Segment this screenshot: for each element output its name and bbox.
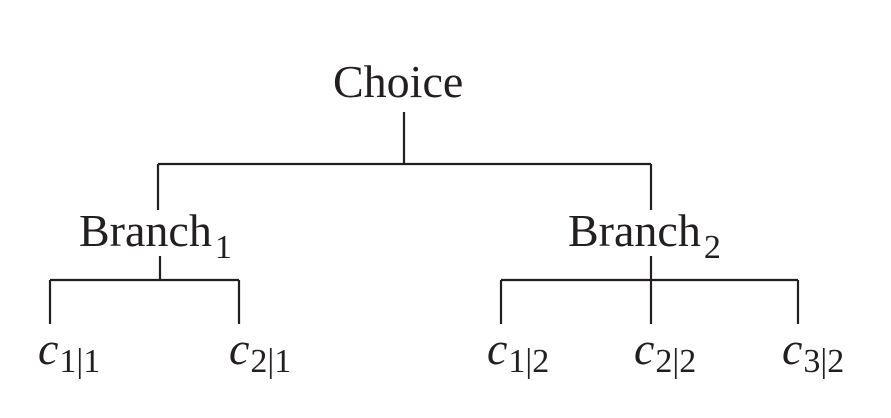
leaf-3-2-subscript: 3|2 xyxy=(803,343,845,380)
leaf-1-1-var: c xyxy=(38,323,59,374)
leaf-2-1: c2|1 xyxy=(229,323,291,379)
leaf-1-2-subscript: 1|2 xyxy=(508,343,550,380)
leaf-1-2: c1|2 xyxy=(487,323,549,379)
leaf-3-2: c3|2 xyxy=(782,323,844,379)
branch-2-node: Branch2 xyxy=(568,205,721,265)
leaf-1-1: c1|1 xyxy=(38,323,100,379)
leaf-2-1-var: c xyxy=(229,323,250,374)
branch-1-subscript: 1 xyxy=(214,229,232,266)
leaf-1-1-subscript: 1|1 xyxy=(59,343,101,380)
leaf-2-1-subscript: 2|1 xyxy=(250,343,292,380)
branch-1-label: Branch xyxy=(79,205,212,256)
branch-2-label: Branch xyxy=(568,205,701,256)
branch-2-subscript: 2 xyxy=(703,229,721,266)
root-node-label: Choice xyxy=(333,56,464,107)
leaf-2-2-subscript: 2|2 xyxy=(655,343,697,380)
leaf-3-2-var: c xyxy=(782,323,803,374)
leaf-1-2-var: c xyxy=(487,323,508,374)
branch-1-node: Branch1 xyxy=(79,205,232,265)
leaf-2-2-var: c xyxy=(634,323,655,374)
leaf-2-2: c2|2 xyxy=(634,323,696,379)
